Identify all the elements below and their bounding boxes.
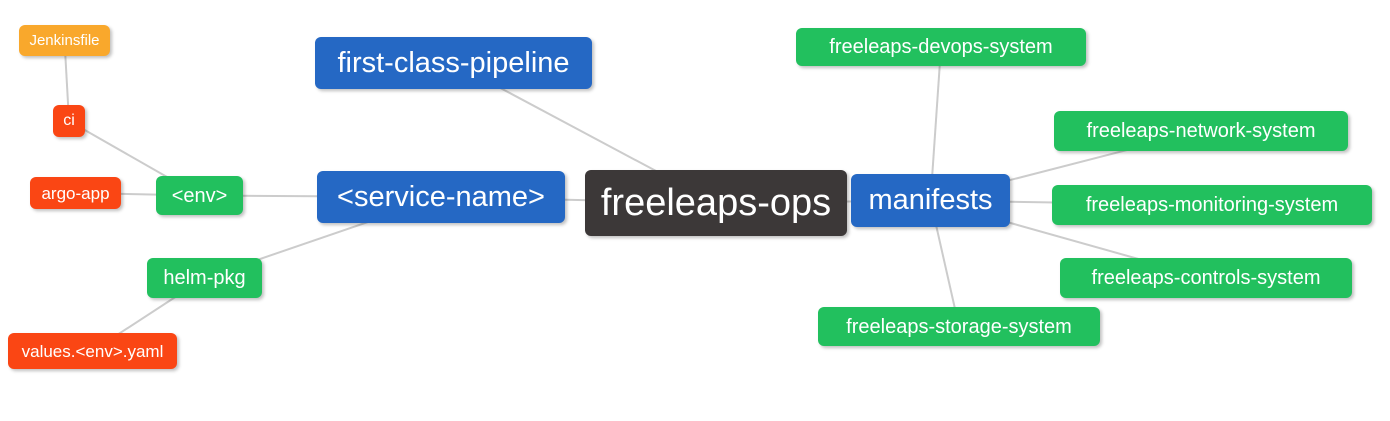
node-network-system[interactable]: freeleaps-network-system <box>1054 111 1348 151</box>
node-devops-system[interactable]: freeleaps-devops-system <box>796 28 1086 66</box>
node-first-class-pipeline[interactable]: first-class-pipeline <box>315 37 592 89</box>
node-jenkinsfile[interactable]: Jenkinsfile <box>19 25 110 56</box>
node-controls-system[interactable]: freeleaps-controls-system <box>1060 258 1352 298</box>
node-helm-pkg[interactable]: helm-pkg <box>147 258 262 298</box>
node-freeleaps-ops[interactable]: freeleaps-ops <box>585 170 847 236</box>
node-manifests[interactable]: manifests <box>851 174 1010 227</box>
node-env[interactable]: <env> <box>156 176 243 215</box>
node-monitoring-system[interactable]: freeleaps-monitoring-system <box>1052 185 1372 225</box>
node-service-name[interactable]: <service-name> <box>317 171 565 223</box>
node-values-yaml[interactable]: values.<env>.yaml <box>8 333 177 369</box>
node-ci[interactable]: ci <box>53 105 85 137</box>
node-argo-app[interactable]: argo-app <box>30 177 121 209</box>
node-storage-system[interactable]: freeleaps-storage-system <box>818 307 1100 346</box>
